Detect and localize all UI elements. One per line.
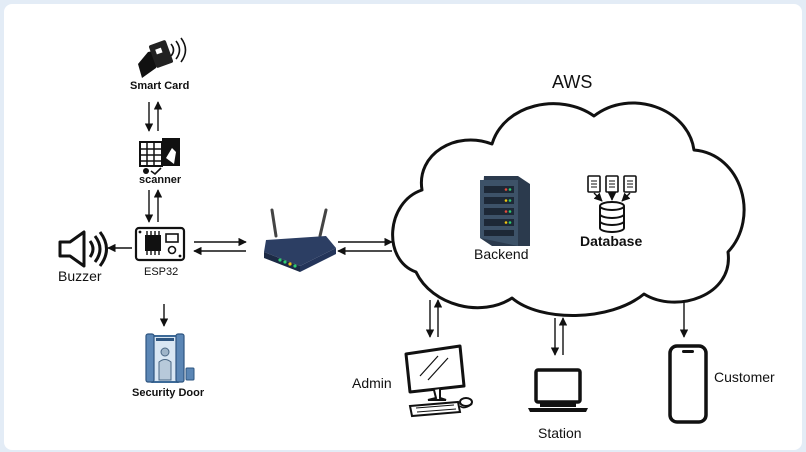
esp32-label: ESP32: [144, 266, 179, 278]
smartphone-icon: [668, 344, 708, 424]
backend-label: Backend: [474, 246, 529, 262]
hand-card-nfc-icon: [138, 37, 187, 78]
desktop-computer-icon: [404, 344, 473, 418]
aws-label: AWS: [552, 72, 593, 92]
server-rack-icon: [480, 176, 530, 246]
connector-arrows: [107, 101, 689, 356]
station-label: Station: [538, 425, 582, 441]
laptop-icon: [528, 368, 588, 412]
card-scanner-icon: [139, 138, 180, 176]
security-door-label: Security Door: [132, 387, 205, 399]
aws-cloud-shape: [391, 101, 746, 317]
speaker-icon: [58, 230, 108, 268]
security-gate-icon: [145, 333, 195, 383]
scanner-label: scanner: [139, 174, 182, 186]
smart-card-label: Smart Card: [130, 80, 190, 92]
diagram-canvas: Smart Card scanner Buzzer ESP32 Security…: [4, 4, 802, 450]
admin-label: Admin: [352, 375, 392, 391]
database-icon: [587, 175, 637, 233]
diagram-svg: [58, 37, 746, 424]
wifi-router-icon: [264, 208, 336, 272]
database-label: Database: [580, 233, 643, 249]
microcontroller-icon: [134, 226, 186, 262]
buzzer-label: Buzzer: [58, 268, 102, 284]
customer-label: Customer: [714, 369, 775, 385]
